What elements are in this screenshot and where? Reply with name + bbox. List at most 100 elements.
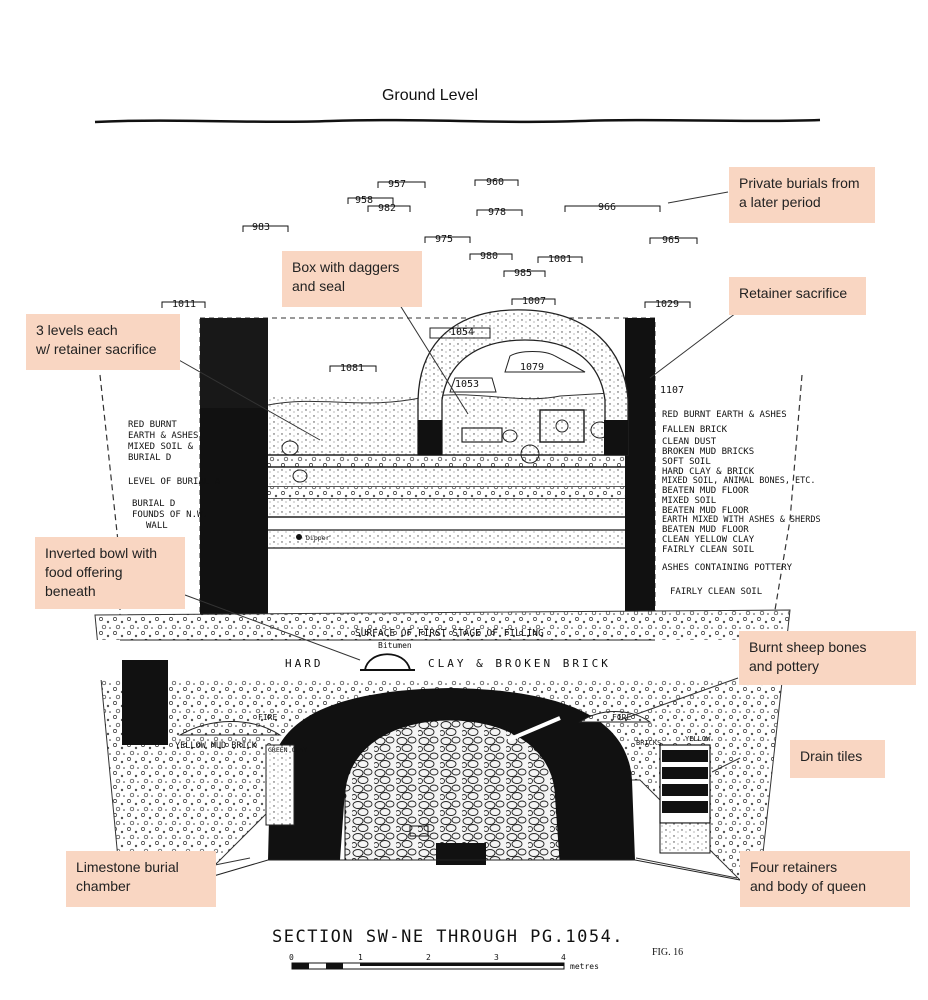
drain-tile-stack xyxy=(659,744,711,854)
burial-978: 978 xyxy=(476,207,523,218)
callout-drain-tiles: Drain tiles xyxy=(790,740,885,778)
right-label-10: EARTH MIXED WITH ASHES & SHERDS xyxy=(662,515,821,525)
scale-tick-4: 4 xyxy=(561,953,566,962)
burial-1081-label: 1081 xyxy=(340,363,364,374)
burial-985-label: 985 xyxy=(514,268,532,279)
burial-958: 958 xyxy=(347,195,394,206)
burial-1001-label: 1001 xyxy=(548,254,572,265)
green-clay-label: GREEN CLAY xyxy=(268,746,307,754)
burial-957-label: 957 xyxy=(388,179,406,190)
left-label-7: WALL xyxy=(146,521,168,531)
left-label-3: BURIAL D xyxy=(128,453,171,463)
burial-1011-label: 1011 xyxy=(172,299,196,310)
left-label-6: FOUNDS OF N.W. xyxy=(132,510,208,520)
burial-983-label: 983 xyxy=(252,222,270,233)
scale-tick-0: 0 xyxy=(289,953,294,962)
scale-bar: 0 1 2 3 4 metres xyxy=(289,953,599,971)
stratigraphy-layers xyxy=(267,391,629,549)
left-label-4: LEVEL OF BURIAL A xyxy=(128,477,221,487)
right-label-2: CLEAN DUST xyxy=(662,437,717,447)
wall-top-stripe xyxy=(200,318,268,408)
burial-960-label: 960 xyxy=(486,177,504,188)
right-label-14: ASHES CONTAINING POTTERY xyxy=(662,563,793,573)
scale-tick-1: 1 xyxy=(358,953,363,962)
se-wall xyxy=(625,318,655,640)
dipper-label: Dipper xyxy=(306,534,330,542)
burial-1079-label: 1079 xyxy=(520,362,544,373)
right-label-12: CLEAN YELLOW CLAY xyxy=(662,535,755,545)
right-label-7: BEATEN MUD FLOOR xyxy=(662,486,749,496)
burial-1107-label: 1107 xyxy=(660,385,684,396)
fire-right-label: FIRE xyxy=(612,713,631,722)
burial-975: 975 xyxy=(424,234,471,245)
figure-number: FIG. 16 xyxy=(652,947,683,958)
green-clay-block xyxy=(265,744,295,826)
right-label-5: HARD CLAY & BRICK xyxy=(662,467,755,477)
surface-label: SURFACE OF FIRST STAGE OF FILLING xyxy=(355,628,544,639)
burial-966: 966 xyxy=(564,202,661,213)
right-label-8: MIXED SOIL xyxy=(662,496,716,506)
left-label-1: EARTH & ASHES xyxy=(128,431,198,441)
burial-965: 965 xyxy=(649,235,698,246)
burial-982: 982 xyxy=(367,203,411,214)
burial-1007-label: 1007 xyxy=(522,296,546,307)
burial-975-label: 975 xyxy=(435,234,453,245)
burial-966-label: 966 xyxy=(598,202,616,213)
burial-1053-label: 1053 xyxy=(455,379,479,390)
burial-960: 960 xyxy=(474,177,519,188)
callout-retainer-sacrifice: Retainer sacrifice xyxy=(729,277,866,315)
burial-numbers: 957 958 982 960 978 966 983 975 980 1001… xyxy=(161,177,698,396)
chamber-vault xyxy=(268,688,635,860)
left-lower-wall xyxy=(122,660,168,745)
bricks-label: BRICKS xyxy=(636,739,661,747)
burial-1029-label: 1029 xyxy=(655,299,679,310)
scale-unit: metres xyxy=(570,962,599,971)
burial-985: 985 xyxy=(503,268,546,279)
fire-left-label: FIRE xyxy=(258,713,277,722)
callout-burnt-sheep: Burnt sheep bones and pottery xyxy=(739,631,916,685)
burial-965-label: 965 xyxy=(662,235,680,246)
left-labels: RED BURNT EARTH & ASHES MIXED SOIL & BUR… xyxy=(128,420,221,531)
chamber-interior xyxy=(344,719,561,861)
right-label-0: RED BURNT EARTH & ASHES xyxy=(662,410,787,420)
left-label-5: BURIAL D xyxy=(132,499,175,509)
burial-1029: 1029 xyxy=(644,299,691,310)
burial-980: 980 xyxy=(469,251,513,262)
burial-982-label: 982 xyxy=(378,203,396,214)
right-label-1: FALLEN BRICK xyxy=(662,425,728,435)
section-caption: SECTION SW-NE THROUGH PG.1054. xyxy=(272,927,624,947)
fire-right-mound xyxy=(578,711,652,723)
burial-1001: 1001 xyxy=(537,254,583,265)
burial-978-label: 978 xyxy=(488,207,506,218)
ground-level-label: Ground Level xyxy=(382,87,478,104)
hard-label: HARD xyxy=(285,657,324,670)
callout-four-retainers: Four retainers and body of queen xyxy=(740,851,910,907)
callout-inverted-bowl: Inverted bowl with food offering beneath xyxy=(35,537,185,609)
right-label-9: BEATEN MUD FLOOR xyxy=(662,506,749,516)
ground-line xyxy=(94,118,821,124)
right-label-13: FAIRLY CLEAN SOIL xyxy=(662,545,754,555)
leader-lines xyxy=(169,191,741,879)
section-labels: SURFACE OF FIRST STAGE OF FILLING Bitume… xyxy=(175,534,711,754)
right-label-15: FAIRLY CLEAN SOIL xyxy=(670,587,762,597)
burial-1081: 1081 xyxy=(329,363,377,374)
fire-left-mound xyxy=(178,721,282,736)
left-label-2: MIXED SOIL & xyxy=(128,442,194,452)
clay-brick-label: CLAY & BROKEN BRICK xyxy=(428,657,611,670)
shaft-outline xyxy=(99,374,803,641)
bitumen-label: Bitumen xyxy=(378,641,412,650)
callout-private-burials: Private burials from a later period xyxy=(729,167,875,223)
right-label-4: SOFT SOIL xyxy=(662,457,711,467)
callout-box-daggers: Box with daggers and seal xyxy=(282,251,422,307)
scale-tick-3: 3 xyxy=(494,953,499,962)
callout-limestone-chamber: Limestone burial chamber xyxy=(66,851,216,907)
right-label-3: BROKEN MUD BRICKS xyxy=(662,447,754,457)
burial-983: 983 xyxy=(242,222,289,233)
left-label-0: RED BURNT xyxy=(128,420,177,430)
right-label-11: BEATEN MUD FLOOR xyxy=(662,525,749,535)
burial-1054-label: 1054 xyxy=(450,327,474,338)
right-label-6: MIXED SOIL, ANIMAL BONES, ETC. xyxy=(662,476,816,486)
right-labels: RED BURNT EARTH & ASHES FALLEN BRICK CLE… xyxy=(662,410,821,597)
burial-958-label: 958 xyxy=(355,195,373,206)
